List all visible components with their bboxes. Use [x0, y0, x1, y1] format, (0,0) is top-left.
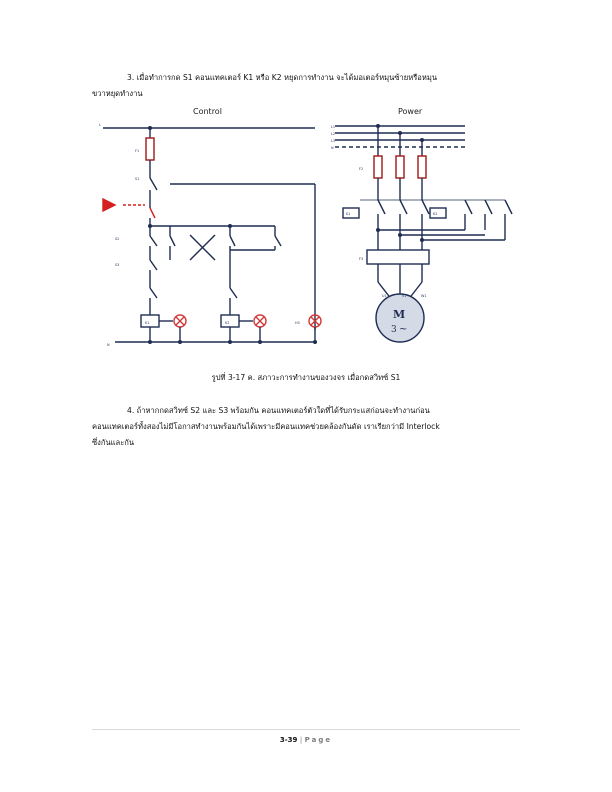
fuse-f1 [145, 137, 155, 161]
motor-label: M [393, 308, 405, 321]
motor-phase: 3 [391, 325, 397, 335]
svg-text:K2: K2 [225, 321, 229, 325]
svg-text:V1: V1 [402, 294, 406, 298]
motor-symbol: ~ [399, 324, 407, 335]
paragraph-4-line-2: คอนแทคเตอร์ทั้งสองไม่มีโอกาสทำงานพร้อมกั… [92, 422, 440, 431]
overload-relay-f3 [366, 249, 430, 265]
switch-s1-contact [149, 177, 158, 191]
power-title: Power [398, 107, 423, 116]
svg-text:F2: F2 [359, 167, 363, 171]
footer-divider [92, 729, 520, 730]
svg-text:N: N [107, 343, 110, 347]
coil-k1-power [342, 207, 360, 219]
paragraph-3-line-1: 3. เมื่อทำการกด S1 คอนแทคเตอร์ K1 หรือ K… [127, 73, 438, 82]
svg-text:L1: L1 [331, 125, 335, 129]
svg-text:K1: K1 [346, 212, 350, 216]
fuse-f2-l1 [373, 155, 383, 179]
svg-text:L3: L3 [331, 139, 335, 143]
fuse-f2-l3 [417, 155, 427, 179]
paragraph-4-line-3: ซึ่งกันและกัน [92, 438, 135, 447]
motor-icon [375, 293, 425, 343]
page-footer: 3-39 | Page [0, 736, 612, 744]
footer-separator: | [299, 736, 303, 744]
coil-k1 [140, 314, 160, 328]
svg-text:K2: K2 [433, 212, 437, 216]
svg-text:L: L [99, 123, 101, 127]
press-arrow-icon [102, 197, 117, 213]
svg-text:N: N [331, 146, 334, 150]
paragraph-3: 3. เมื่อทำการกด S1 คอนแทคเตอร์ K1 หรือ K… [92, 70, 532, 102]
coil-k2 [220, 314, 240, 328]
page-number: 3-39 [279, 736, 298, 744]
svg-text:U1: U1 [382, 294, 387, 298]
svg-text:S3: S3 [115, 263, 119, 267]
svg-text:S2: S2 [115, 237, 119, 241]
fuse-f2-l2 [395, 155, 405, 179]
footer-page-word: Page [304, 736, 333, 744]
svg-text:F1: F1 [135, 149, 139, 153]
coil-k2-power [429, 207, 447, 219]
paragraph-3-line-2: ขวาหยุดทำงาน [92, 89, 143, 98]
circuit-diagram: Control Power [99, 107, 513, 347]
svg-text:W1: W1 [421, 294, 427, 298]
svg-text:F3: F3 [359, 257, 363, 261]
paragraph-4: 4. ถ้าหากกดสวิทซ์ S2 และ S3 พร้อมกัน คอน… [92, 403, 532, 451]
paragraph-4-line-1: 4. ถ้าหากกดสวิทซ์ S2 และ S3 พร้อมกัน คอน… [127, 406, 430, 415]
figure-caption: รูปที่ 3-17 ค. สภาวะการทำงานของวงจร เมื่… [211, 373, 401, 382]
svg-text:L2: L2 [331, 132, 335, 136]
control-title: Control [193, 107, 222, 116]
svg-text:K1: K1 [145, 321, 149, 325]
svg-text:H3: H3 [295, 321, 300, 325]
svg-text:S1: S1 [135, 177, 139, 181]
